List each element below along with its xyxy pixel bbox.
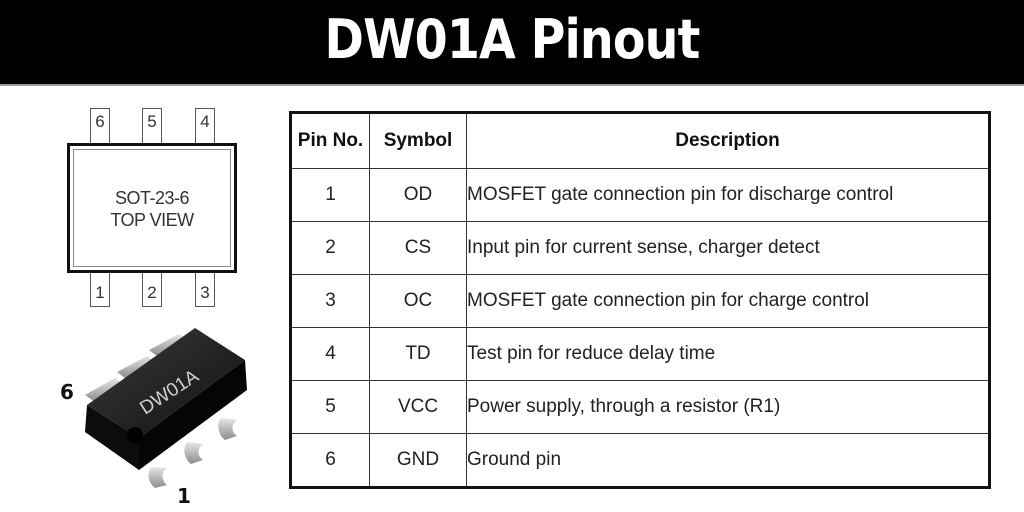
pin-number-cell: 5	[290, 380, 370, 434]
pinout-table: Pin No. Symbol Description 1 OD MOSFET g…	[289, 111, 991, 489]
table-header-row: Pin No. Symbol Description	[290, 112, 990, 169]
header-description: Description	[466, 112, 990, 169]
pin-4-top: 4	[195, 108, 215, 144]
symbol-cell: GND	[369, 433, 467, 488]
chip-3d-icon: DW01A	[85, 328, 247, 488]
pin-2-bottom: 2	[142, 271, 162, 307]
table-row: 5 VCC Power supply, through a resistor (…	[290, 380, 990, 434]
pin-6-indicator: 6	[60, 380, 74, 404]
pin-number: 6	[95, 112, 105, 131]
header-pin-no: Pin No.	[290, 112, 370, 169]
description-cell: MOSFET gate connection pin for discharge…	[466, 168, 990, 222]
pin-number-cell: 2	[290, 221, 370, 275]
pin-number: 3	[200, 283, 210, 302]
description-cell: MOSFET gate connection pin for charge co…	[466, 274, 990, 328]
table-row: 2 CS Input pin for current sense, charge…	[290, 221, 990, 275]
pin-1-bottom: 1	[90, 271, 110, 307]
description-cell: Ground pin	[466, 433, 990, 488]
table-row: 4 TD Test pin for reduce delay time	[290, 327, 990, 381]
symbol-cell: OD	[369, 168, 467, 222]
page-title: DW01A Pinout	[324, 8, 701, 71]
pin-number-cell: 4	[290, 327, 370, 381]
package-outline: SOT-23-6 TOP VIEW	[67, 143, 237, 273]
title-banner: DW01A Pinout	[0, 0, 1024, 86]
description-cell: Power supply, through a resistor (R1)	[466, 380, 990, 434]
pin-number-cell: 1	[290, 168, 370, 222]
table-row: 6 GND Ground pin	[290, 433, 990, 488]
pin-1-indicator: 1	[177, 484, 191, 508]
symbol-cell: VCC	[369, 380, 467, 434]
pin-number-cell: 6	[290, 433, 370, 488]
pin-6-top: 6	[90, 108, 110, 144]
symbol-cell: CS	[369, 221, 467, 275]
symbol-cell: OC	[369, 274, 467, 328]
package-name: SOT-23-6	[114, 188, 190, 208]
pin-3-bottom: 3	[195, 271, 215, 307]
symbol-cell: TD	[369, 327, 467, 381]
pin-number: 1	[95, 283, 105, 302]
header-symbol: Symbol	[369, 112, 467, 169]
package-view-label: TOP VIEW	[110, 210, 194, 230]
description-cell: Input pin for current sense, charger det…	[466, 221, 990, 275]
pin-number: 5	[147, 112, 157, 131]
pin-number: 4	[200, 112, 210, 131]
table-row: 1 OD MOSFET gate connection pin for disc…	[290, 168, 990, 222]
pin-5-top: 5	[142, 108, 162, 144]
pin-number-cell: 3	[290, 274, 370, 328]
table-row: 3 OC MOSFET gate connection pin for char…	[290, 274, 990, 328]
description-cell: Test pin for reduce delay time	[466, 327, 990, 381]
pin-number: 2	[147, 283, 157, 302]
